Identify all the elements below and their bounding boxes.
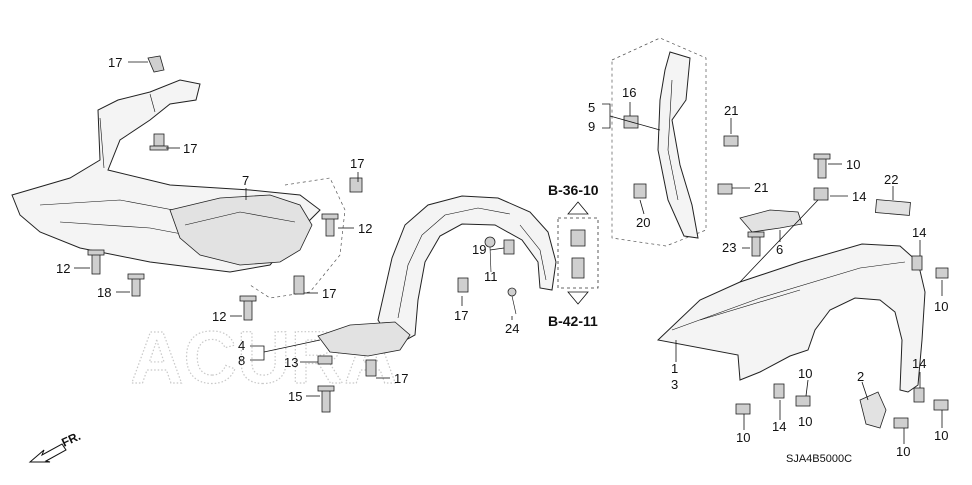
callout-7: 7 — [242, 173, 249, 188]
callout-21-lower: 21 — [754, 180, 768, 195]
front-fender-panel — [656, 243, 926, 393]
reference-code-b-42-11[interactable]: B-42-11 — [548, 313, 598, 329]
callout-10-right: 10 — [934, 299, 948, 314]
callout-17-cover: 17 — [183, 141, 197, 156]
callout-11: 11 — [484, 269, 498, 284]
callout-17-fender: 17 — [454, 308, 468, 323]
callout-12-left: 12 — [56, 261, 70, 276]
callout-12-right: 12 — [358, 221, 372, 236]
fender-mounting-arm — [611, 37, 707, 247]
callout-13: 13 — [284, 355, 298, 370]
front-inner-fender — [377, 195, 557, 347]
fender-lower-bracket — [859, 391, 887, 429]
callout-19: 19 — [472, 242, 486, 257]
inner-fender-flap — [317, 321, 411, 357]
callout-4: 4 — [238, 338, 245, 353]
front-direction-label: FR. — [59, 429, 82, 450]
callout-22: 22 — [884, 172, 898, 187]
callout-21-upper: 21 — [724, 103, 738, 118]
leader-lines — [74, 61, 943, 444]
splash-shield — [169, 177, 346, 299]
diagram-code: SJA4B5000C — [786, 453, 852, 465]
callout-17-top: 17 — [108, 55, 122, 70]
callout-14-lower-right: 14 — [912, 356, 926, 371]
front-direction-indicator: FR. — [28, 429, 83, 463]
up-arrow-icon — [567, 201, 589, 215]
fender-seal — [875, 199, 911, 216]
callout-1: 1 — [671, 361, 678, 376]
callout-10-mid: 10 — [798, 366, 812, 381]
callout-10-bottom-mid: 10 — [798, 414, 812, 429]
callout-labels: 17 17 7 17 12 12 18 17 12 4 8 13 17 15 1… — [56, 55, 948, 459]
reference-code-b-36-10[interactable]: B-36-10 — [548, 182, 599, 198]
down-arrow-icon — [567, 291, 589, 305]
callout-16: 16 — [622, 85, 636, 100]
callout-15: 15 — [288, 389, 302, 404]
callout-17-flap: 17 — [394, 371, 408, 386]
callout-23: 23 — [722, 240, 736, 255]
callout-10-far-right: 10 — [934, 428, 948, 443]
callout-5: 5 — [588, 100, 595, 115]
callout-17-lower: 17 — [322, 286, 336, 301]
fender-bracket — [739, 209, 803, 233]
callout-6: 6 — [776, 242, 783, 257]
callout-10-bottom-right: 10 — [896, 444, 910, 459]
callout-14-top: 14 — [852, 189, 866, 204]
callout-14-lower: 14 — [772, 419, 786, 434]
reference-clip-box — [557, 201, 599, 305]
callout-24: 24 — [505, 321, 519, 336]
callout-17-shield: 17 — [350, 156, 364, 171]
callout-10-bottom-left: 10 — [736, 430, 750, 445]
callout-9: 9 — [588, 119, 595, 134]
front-arrow-icon — [28, 443, 67, 463]
callout-18: 18 — [97, 285, 111, 300]
callout-20: 20 — [636, 215, 650, 230]
callout-3: 3 — [671, 377, 678, 392]
callout-12-lower: 12 — [212, 309, 226, 324]
callout-14-right: 14 — [912, 225, 926, 240]
callout-2: 2 — [857, 369, 864, 384]
fasteners — [87, 55, 949, 429]
callout-10-top: 10 — [846, 157, 860, 172]
callout-8: 8 — [238, 353, 245, 368]
